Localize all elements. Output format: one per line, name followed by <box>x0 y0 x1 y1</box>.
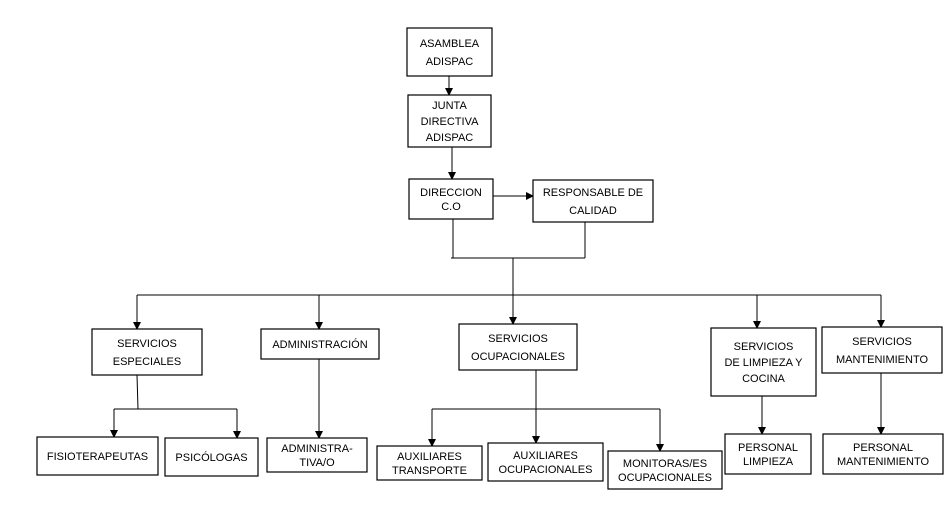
node-psicologas: PSICÓLOGAS <box>164 437 259 477</box>
node-junta: JUNTA DIRECTIVA ADISPAC <box>407 94 492 148</box>
node-label-line: COCINA <box>742 373 785 385</box>
node-label-line: OCUPACIONALES <box>618 472 712 484</box>
node-label-line: PERSONAL <box>738 442 798 454</box>
nodes: ASAMBLEA ADISPAC JUNTA DIRECTIVA ADISPAC DIRE… <box>36 27 944 490</box>
node-box <box>822 433 944 475</box>
node-monitoras: MONITORAS/ES OCUPACIONALES <box>607 450 723 490</box>
node-direccion: DIRECCION C.O <box>408 178 494 220</box>
node-asamblea: ASAMBLEA ADISPAC <box>406 27 493 77</box>
node-label-line: ESPECIALES <box>113 356 181 368</box>
node-label-line: ADMINISTRACIÓN <box>272 338 367 351</box>
node-label-line: OCUPACIONALES <box>499 464 593 476</box>
node-label-line: TRANSPORTE <box>392 465 467 477</box>
node-box <box>407 94 492 148</box>
node-administrativa: ADMINISTRA- TIVA/O <box>266 437 368 473</box>
node-label-line: CALIDAD <box>569 205 617 217</box>
node-serv-especiales: SERVICIOS ESPECIALES <box>91 328 203 376</box>
node-administracion: ADMINISTRACIÓN <box>260 328 380 360</box>
node-box <box>607 450 723 490</box>
node-box <box>532 179 654 223</box>
node-label-line: ADISPAC <box>426 56 474 68</box>
node-fisioterapeutas: FISIOTERAPEUTAS <box>36 436 159 476</box>
node-label-line: ASAMBLEA <box>420 38 480 50</box>
node-label-line: DIRECCION <box>420 187 482 199</box>
node-label-line: LIMPIEZA <box>743 456 794 468</box>
node-calidad: RESPONSABLE DE CALIDAD <box>532 179 654 223</box>
node-box <box>260 328 380 360</box>
node-label-line: AUXILIARES <box>513 450 578 462</box>
node-box <box>266 437 368 473</box>
node-box <box>487 442 604 482</box>
node-label-line: PSICÓLOGAS <box>175 451 247 464</box>
node-label-line: ADISPAC <box>426 132 474 144</box>
node-aux-transporte: AUXILIARES TRANSPORTE <box>376 445 483 481</box>
node-label-line: AUXILIARES <box>397 451 462 463</box>
node-box <box>458 323 578 371</box>
node-label-line: FISIOTERAPEUTAS <box>47 451 148 463</box>
node-label-line: TIVA/O <box>299 457 335 469</box>
node-box <box>91 328 203 376</box>
node-label-line: SERVICIOS <box>488 333 548 345</box>
node-label-line: MANTENIMIENTO <box>837 456 930 468</box>
node-label-line: MONITORAS/ES <box>623 458 707 470</box>
node-label-line: C.O <box>441 201 461 213</box>
node-label-line: SERVICIOS <box>117 338 177 350</box>
node-serv-limpieza: SERVICIOS DE LIMPIEZA Y COCINA <box>710 327 817 397</box>
connector-especiales-down <box>136 374 139 410</box>
node-label-line: PERSONAL <box>853 442 913 454</box>
node-box <box>164 437 259 477</box>
node-serv-ocupacionales: SERVICIOS OCUPACIONALES <box>458 323 578 371</box>
node-personal-mantenimiento: PERSONAL MANTENIMIENTO <box>822 433 944 475</box>
node-box <box>406 27 493 77</box>
node-serv-mantenimiento: SERVICIOS MANTENIMIENTO <box>821 326 943 374</box>
node-box <box>408 178 494 220</box>
node-box <box>376 445 483 481</box>
node-box <box>821 326 943 374</box>
node-box <box>724 433 812 475</box>
node-label-line: ADMINISTRA- <box>281 443 353 455</box>
node-box <box>36 436 159 476</box>
node-label-line: RESPONSABLE DE <box>543 187 643 199</box>
node-label-line: MANTENIMIENTO <box>836 354 929 366</box>
node-label-line: SERVICIOS <box>734 341 794 353</box>
node-personal-limpieza: PERSONAL LIMPIEZA <box>724 433 812 475</box>
node-label-line: DE LIMPIEZA Y <box>724 357 803 369</box>
connectors <box>110 76 885 452</box>
node-label-line: OCUPACIONALES <box>471 351 565 363</box>
node-label-line: DIRECTIVA <box>421 116 480 128</box>
node-aux-ocupacionales: AUXILIARES OCUPACIONALES <box>487 442 604 482</box>
node-label-line: JUNTA <box>432 100 467 112</box>
node-label-line: SERVICIOS <box>852 336 912 348</box>
node-box <box>710 327 817 397</box>
